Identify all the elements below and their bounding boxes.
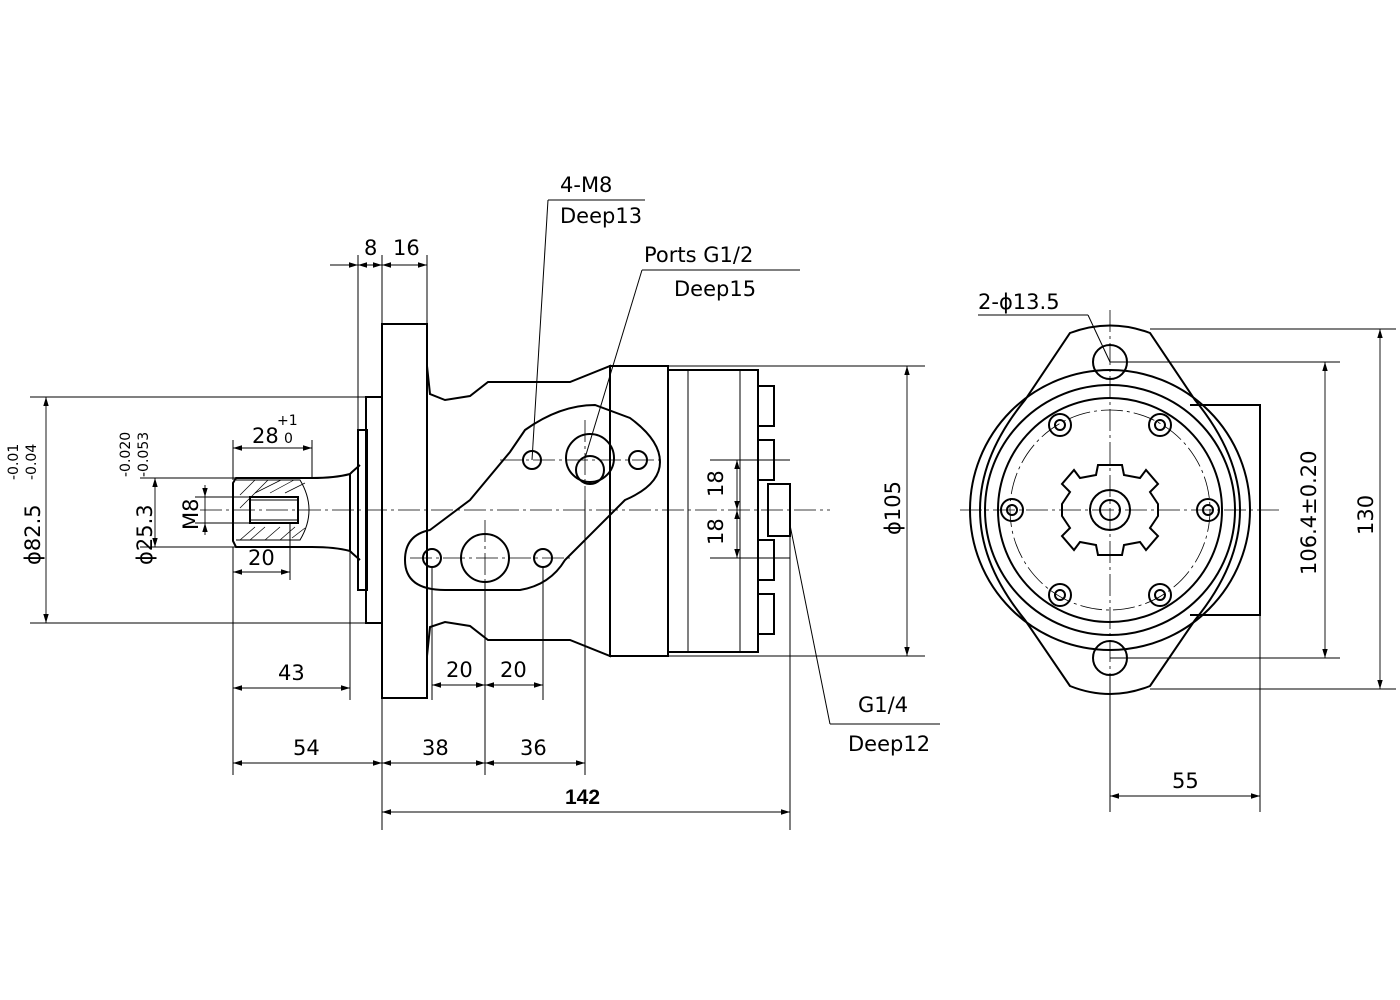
shaft-neck [311, 464, 361, 561]
dim-key-len: 28 [252, 424, 279, 448]
dim-shaft-dia: ϕ25.3 [133, 504, 157, 565]
dim-bolt-circle: 106.4±0.20 [1297, 451, 1321, 575]
body-circle-face [997, 397, 1223, 623]
dim-port-pitch-b: 20 [500, 658, 527, 682]
dim-body-len: 142 [565, 786, 600, 809]
side-dimensions: 8 16 ϕ82.5 -0.01 -0.04 ϕ25.3 -0.020 -0.0… [6, 236, 925, 830]
dim-thread: M8 [179, 499, 203, 530]
dim-port-b: 36 [520, 736, 547, 760]
dim-pilot-dia: ϕ82.5 [21, 504, 45, 565]
side-view [200, 323, 830, 699]
shaft-bore-outer [1089, 489, 1131, 531]
dim-shaft-tol-lower: -0.053 [136, 432, 152, 477]
dim-pilot-tol-upper: -0.01 [6, 444, 22, 480]
dim-body-dia: ϕ105 [881, 481, 905, 535]
end-flange [978, 324, 1242, 695]
dim-thread-depth: 20 [248, 546, 275, 570]
side-callouts: 4-M8 Deep13 Ports G1/2 Deep15 G1/4 Deep1… [531, 173, 940, 756]
dim-key-tol-lower: 0 [284, 431, 293, 447]
dim-flange-b: 16 [393, 236, 420, 260]
bolt-circle [1009, 409, 1211, 611]
shaft-hatch [239, 479, 306, 541]
shaft-section [236, 479, 310, 541]
callout-ports-depth: Deep15 [674, 277, 756, 301]
dim-port-pitch-a: 20 [446, 658, 473, 682]
callout-m8-holes: 4-M8 [560, 173, 612, 197]
callout-drain: G1/4 [858, 693, 908, 717]
dim-key-tol-upper: +1 [277, 413, 298, 429]
dim-shaft-tol-upper: -0.020 [118, 432, 134, 477]
dim-shaft-len: 43 [278, 661, 305, 685]
port-plate [403, 403, 662, 591]
body-circle-outer [969, 369, 1251, 651]
end-cap [667, 369, 759, 653]
gerotor-housing [609, 365, 669, 657]
callout-drain-depth: Deep12 [848, 732, 930, 756]
shaft-bore-inner [1099, 499, 1121, 521]
dim-port-offset-b: 18 [704, 518, 728, 545]
callout-m8-depth: Deep13 [560, 204, 642, 228]
dim-width: 55 [1172, 769, 1199, 793]
body-circle-inner [984, 384, 1236, 636]
spline-shaft [1060, 464, 1160, 556]
callout-ports: Ports G1/2 [644, 243, 753, 267]
shaft-outline [232, 477, 312, 548]
end-bolts [1000, 413, 1220, 607]
dim-shaft-total: 54 [293, 736, 320, 760]
dim-pilot-tol-lower: -0.04 [24, 444, 40, 480]
threaded-hole [249, 496, 299, 524]
end-dimensions: 2-ϕ13.5 106.4±0.20 130 55 [978, 290, 1396, 812]
port-hole-a [565, 433, 615, 483]
dim-port-offset-a: 18 [704, 470, 728, 497]
dim-height: 130 [1354, 495, 1378, 535]
dim-port-a: 38 [422, 736, 449, 760]
mounting-flange [381, 323, 428, 699]
port-hole-a-inner [575, 455, 605, 485]
side-boss [1190, 404, 1261, 616]
callout-mount-holes: 2-ϕ13.5 [978, 290, 1060, 314]
dim-flange-a: 8 [364, 236, 377, 260]
end-view [960, 310, 1280, 720]
